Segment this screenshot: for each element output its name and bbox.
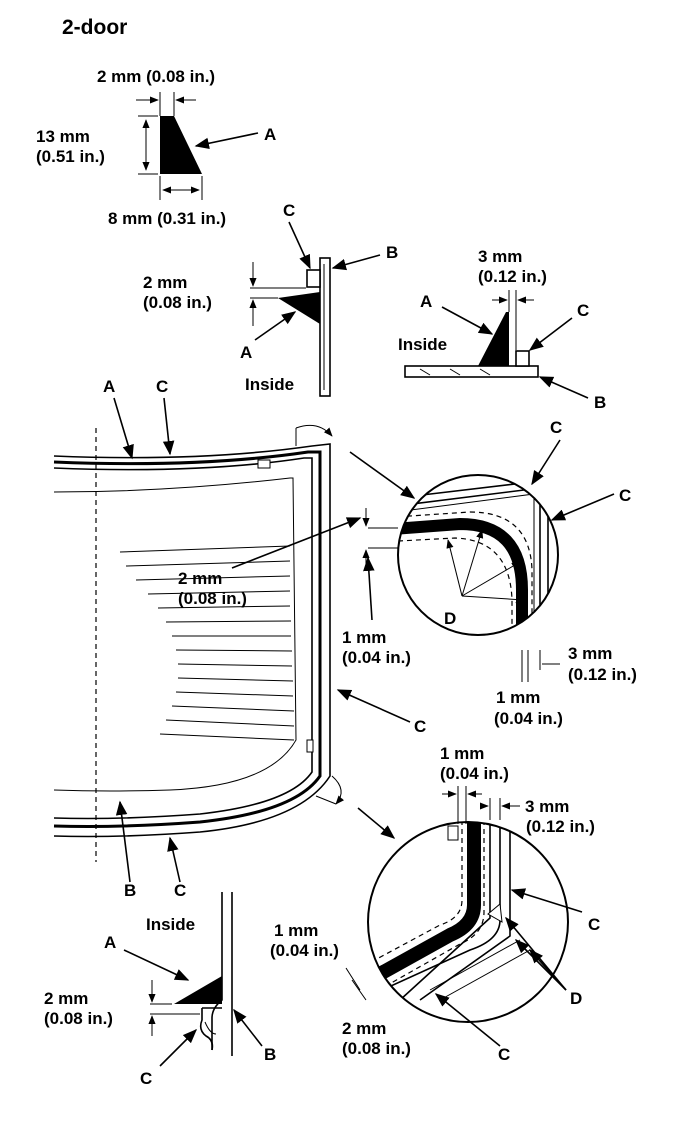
lower-circle-left-in: (0.04 in.) — [270, 941, 339, 960]
profile-height-in-label: (0.51 in.) — [36, 147, 105, 166]
main-gap2-mm-label: 1 mm — [342, 628, 386, 647]
main-label-c-bottom: C — [174, 881, 186, 900]
lower-circle-label-d: D — [570, 989, 582, 1008]
profile-height-mm-label: 13 mm — [36, 127, 90, 146]
adhesive-profile — [136, 92, 259, 200]
top-right-label-a: A — [420, 292, 432, 311]
upper-circle-label-c2: C — [619, 486, 631, 505]
profile-label-a: A — [264, 125, 276, 144]
lower-circle-bottom-mm: 2 mm — [342, 1019, 386, 1038]
side-gap-mm-label: 2 mm — [143, 273, 187, 292]
upper-corner-magnified-view — [349, 439, 615, 682]
side-section-detail — [249, 221, 381, 397]
main-label-c-right: C — [414, 717, 426, 736]
top-right-gap-in-label: (0.12 in.) — [478, 267, 547, 286]
profile-width-top-label: 2 mm (0.08 in.) — [97, 67, 215, 86]
lower-corner-magnified-view — [345, 786, 583, 1047]
bottom-left-section-detail — [123, 892, 263, 1067]
upper-circle-gap-a-in: (0.12 in.) — [568, 665, 637, 684]
top-right-label-c: C — [577, 301, 589, 320]
side-gap-in-label: (0.08 in.) — [143, 293, 212, 312]
bottom-left-gap-in: (0.08 in.) — [44, 1009, 113, 1028]
bottom-left-label-b: B — [264, 1045, 276, 1064]
side-label-a: A — [240, 343, 252, 362]
upper-circle-gap-b-in: (0.04 in.) — [494, 709, 563, 728]
upper-circle-gap-b-mm: 1 mm — [496, 688, 540, 707]
lower-circle-left-mm: 1 mm — [274, 921, 318, 940]
top-right-label-b: B — [594, 393, 606, 412]
upper-circle-label-d: D — [444, 609, 456, 628]
top-right-inside-label: Inside — [398, 335, 447, 354]
main-label-c-top: C — [156, 377, 168, 396]
lower-circle-bottom-in: (0.08 in.) — [342, 1039, 411, 1058]
side-label-c: C — [283, 201, 295, 220]
bottom-left-inside-label: Inside — [146, 915, 195, 934]
diagram-title: 2-door — [62, 16, 127, 39]
main-label-a: A — [103, 377, 115, 396]
upper-circle-label-c1: C — [550, 418, 562, 437]
upper-circle-gap-a-mm: 3 mm — [568, 644, 612, 663]
lower-circle-top-mm: 1 mm — [440, 744, 484, 763]
lower-circle-label-c2: C — [498, 1045, 510, 1064]
bottom-left-gap-mm: 2 mm — [44, 989, 88, 1008]
rear-window-view — [53, 397, 411, 883]
lower-circle-label-c1: C — [588, 915, 600, 934]
main-gap2-in-label: (0.04 in.) — [342, 648, 411, 667]
top-right-gap-mm-label: 3 mm — [478, 247, 522, 266]
main-label-b: B — [124, 881, 136, 900]
main-gap1-mm-label: 2 mm — [178, 569, 222, 588]
lower-circle-right-in: (0.12 in.) — [526, 817, 595, 836]
main-gap1-in-label: (0.08 in.) — [178, 589, 247, 608]
top-right-section-detail — [404, 290, 589, 399]
lower-circle-top-in: (0.04 in.) — [440, 764, 509, 783]
side-label-b: B — [386, 243, 398, 262]
bottom-left-label-a: A — [104, 933, 116, 952]
side-inside-label: Inside — [245, 375, 294, 394]
profile-width-bottom-label: 8 mm (0.31 in.) — [108, 209, 226, 228]
lower-circle-right-mm: 3 mm — [525, 797, 569, 816]
bottom-left-label-c: C — [140, 1069, 152, 1088]
